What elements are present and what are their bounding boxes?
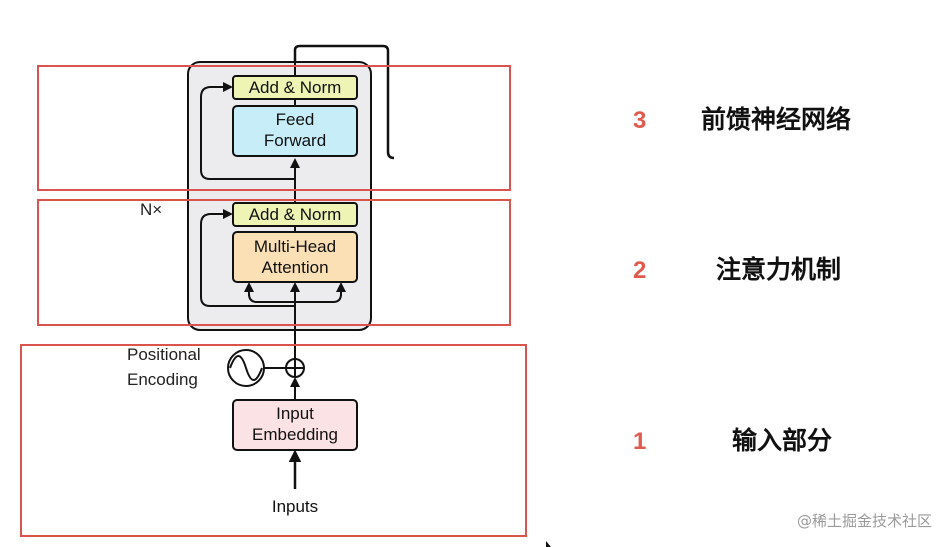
section-1-highlight xyxy=(20,344,527,537)
add-norm-mid-label: Add & Norm xyxy=(249,205,342,224)
feed-forward-label-2: Forward xyxy=(264,131,326,150)
inputs-label: Inputs xyxy=(272,497,318,516)
input-embedding-label-2: Embedding xyxy=(252,425,338,444)
cursor-icon xyxy=(546,541,551,547)
encoder-block xyxy=(187,61,372,331)
add-norm-mid-box xyxy=(232,202,358,227)
feed-forward-box xyxy=(232,105,358,157)
add-norm-top-box xyxy=(232,75,358,100)
section-3-title: 前馈神经网络 xyxy=(701,105,851,134)
mha-label-1: Multi-Head xyxy=(254,237,336,256)
sine-wave-curve xyxy=(229,355,263,381)
section-2-highlight xyxy=(37,199,511,326)
section-3-highlight xyxy=(37,65,511,191)
nx-label: N× xyxy=(140,200,162,219)
residual-ff xyxy=(200,82,295,180)
section-1-number: 1 xyxy=(633,428,646,455)
section-2-number: 2 xyxy=(633,257,646,284)
multi-head-attention-box xyxy=(232,231,358,283)
section-3-number: 3 xyxy=(633,107,646,134)
input-embedding-label-1: Input xyxy=(276,404,314,423)
feed-forward-label-1: Feed xyxy=(276,110,315,129)
positional-label-1: Positional xyxy=(127,345,201,364)
positional-label-2: Encoding xyxy=(127,370,198,389)
output-connector xyxy=(293,44,395,160)
section-1-title: 输入部分 xyxy=(732,426,832,455)
residual-mha xyxy=(200,209,295,307)
add-norm-top-label: Add & Norm xyxy=(249,78,342,97)
mha-label-2: Attention xyxy=(261,258,328,277)
watermark: @稀土掘金技术社区 xyxy=(797,512,932,530)
section-2-title: 注意力机制 xyxy=(716,255,841,284)
mha-split xyxy=(248,285,342,303)
